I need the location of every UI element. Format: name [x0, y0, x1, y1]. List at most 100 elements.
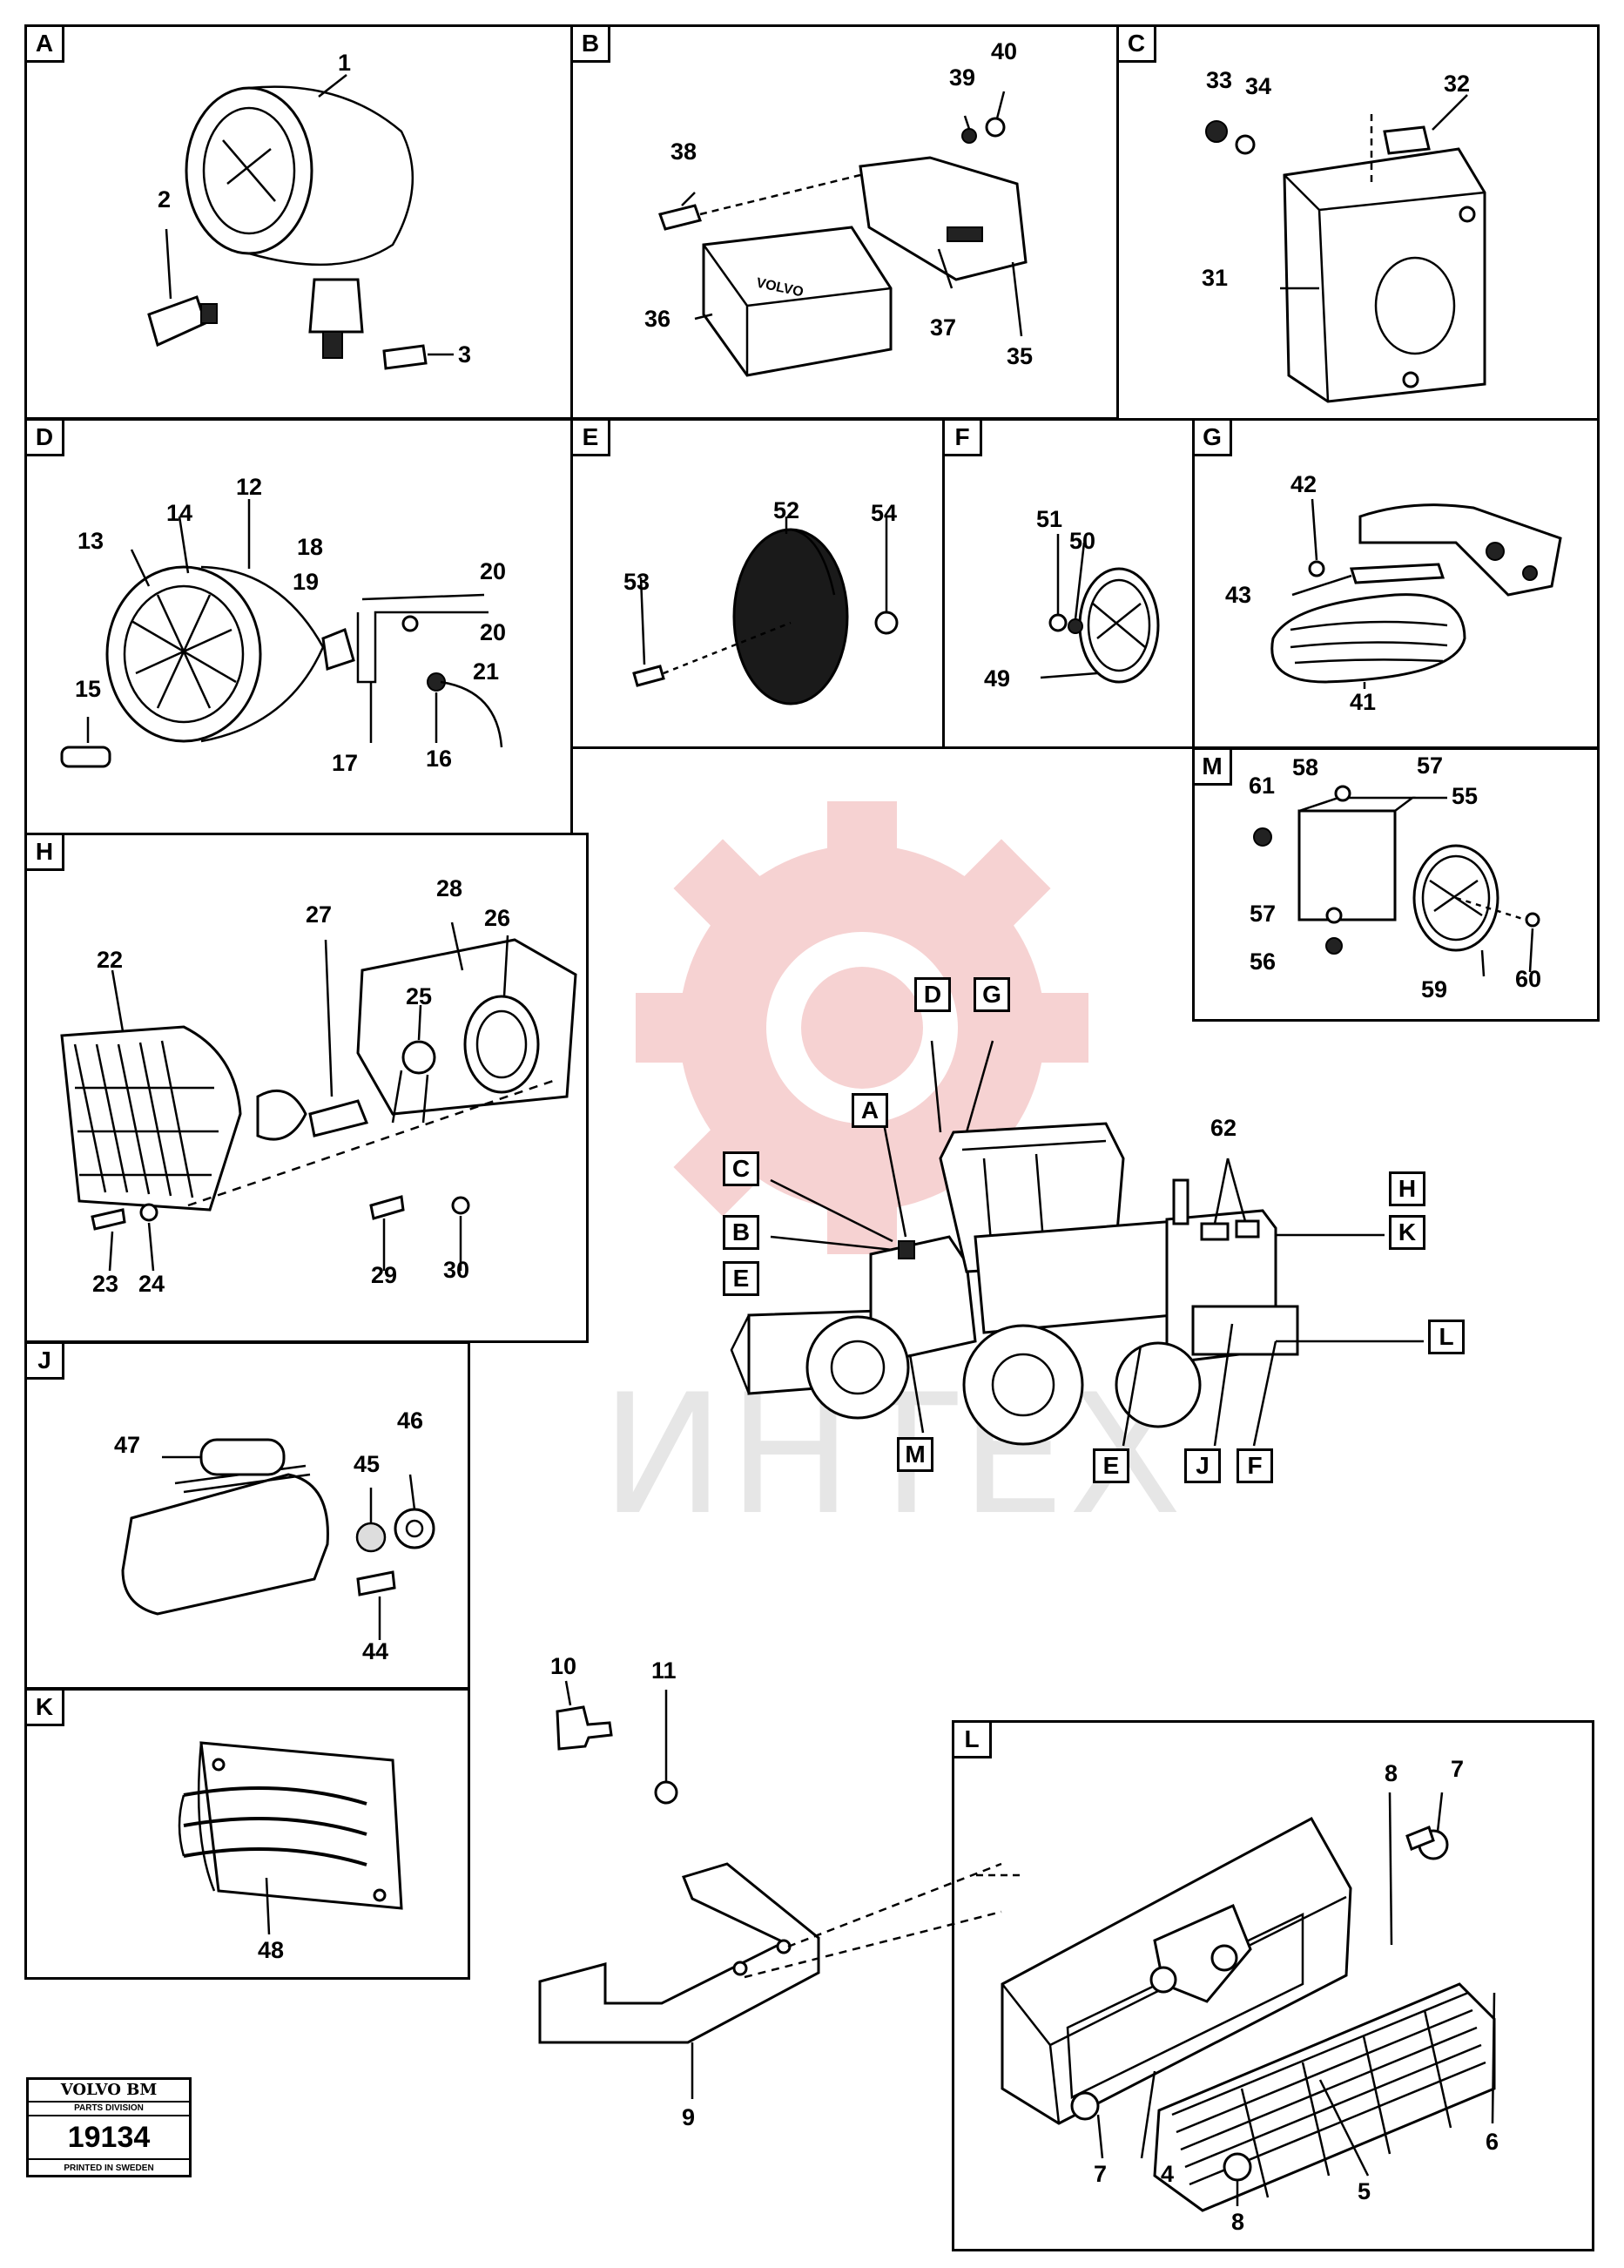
part-number: 39 — [949, 64, 976, 91]
callout-m[interactable]: M — [897, 1437, 933, 1472]
grille-lamp-drawing — [178, 1741, 403, 1935]
part-number: 17 — [332, 750, 359, 776]
part-number: 46 — [397, 1407, 424, 1434]
part-number: 5 — [1358, 2178, 1371, 2204]
part-number: 43 — [1225, 582, 1252, 608]
marker-lamp-drawing — [1270, 498, 1562, 689]
panel-m: M 58 57 61 55 57 56 59 60 — [1192, 747, 1600, 1022]
part-number: 26 — [484, 905, 511, 931]
part-number: 20 — [480, 558, 507, 584]
part-number: 61 — [1249, 773, 1276, 799]
part-number: 48 — [258, 1937, 285, 1963]
part-number: 33 — [1206, 67, 1233, 93]
part-number: 28 — [436, 875, 463, 901]
part-number: 6 — [1486, 2129, 1499, 2155]
panel-a: A 1 2 3 — [24, 24, 573, 420]
part-number: 16 — [426, 746, 453, 772]
part-number: 29 — [371, 1262, 398, 1288]
stamp-printed: PRINTED IN SWEDEN — [64, 2163, 154, 2173]
callout-d[interactable]: D — [914, 977, 951, 1012]
panel-j-tag: J — [27, 1344, 64, 1380]
part-number: 56 — [1250, 948, 1277, 975]
part-number: 57 — [1417, 753, 1444, 779]
panel-h-tag: H — [27, 835, 64, 871]
part-number: 32 — [1444, 71, 1471, 97]
part-number: 7 — [1094, 2161, 1108, 2187]
part-number: 27 — [306, 901, 333, 928]
callout-k[interactable]: K — [1389, 1215, 1425, 1250]
part-number: 10 — [550, 1653, 577, 1679]
interior-lamp-drawing — [121, 1438, 435, 1640]
part-number: 8 — [1231, 2209, 1245, 2235]
part-number: 31 — [1202, 265, 1229, 291]
part-number: 9 — [682, 2104, 696, 2130]
part-number: 44 — [362, 1638, 389, 1664]
part-number: 23 — [92, 1271, 119, 1297]
part-number: 13 — [77, 528, 104, 554]
part-number: 37 — [930, 314, 957, 341]
panel-e: E 52 54 53 — [570, 418, 945, 749]
panel-j: J 47 46 45 44 — [24, 1341, 470, 1690]
callout-j[interactable]: J — [1184, 1448, 1221, 1483]
tail-lamp-drawing — [1205, 94, 1486, 403]
part-number: 4 — [1161, 2161, 1175, 2187]
part-number: 14 — [166, 500, 193, 526]
callout-c[interactable]: C — [723, 1151, 759, 1186]
stamp-division: PARTS DIVISION — [29, 2103, 189, 2116]
panel-b: B VOLVO 39 40 38 36 37 35 — [570, 24, 1119, 420]
part-number: 45 — [354, 1451, 381, 1477]
panel-k: K 48 — [24, 1688, 470, 1980]
part-number: 57 — [1250, 901, 1277, 927]
part-number: 1 — [338, 50, 352, 76]
part-number: 7 — [1451, 1756, 1465, 1782]
callout-b[interactable]: B — [723, 1215, 759, 1250]
callout-a[interactable]: A — [852, 1093, 888, 1128]
work-light-drawing — [147, 74, 454, 370]
callout-h[interactable]: H — [1389, 1171, 1425, 1206]
callout-g[interactable]: G — [974, 977, 1010, 1012]
panel-d-tag: D — [27, 421, 64, 456]
panel-f-tag: F — [945, 421, 982, 456]
part-number: 60 — [1515, 966, 1542, 992]
panel-l: L 8 7 7 4 8 5 6 — [952, 1720, 1594, 2251]
callout-f[interactable]: F — [1237, 1448, 1273, 1483]
part-number: 52 — [773, 497, 800, 523]
part-number: 38 — [670, 138, 697, 165]
part-number: 34 — [1245, 73, 1272, 99]
panel-c: C 33 34 32 31 — [1116, 24, 1600, 434]
part-number: 40 — [991, 38, 1018, 64]
rear-lamp-assembly-drawing — [976, 1792, 1496, 2212]
part-number: 51 — [1036, 506, 1063, 532]
part-number: 12 — [236, 474, 263, 500]
license-plate-lamp-drawing — [658, 91, 1028, 377]
part-number: 41 — [1350, 689, 1377, 715]
part-number: 22 — [97, 947, 124, 973]
part-number: 24 — [138, 1271, 165, 1297]
headlamp-drawing — [60, 499, 503, 768]
part-number: 25 — [406, 983, 433, 1009]
part-number: 53 — [623, 569, 650, 595]
part-number: 20 — [480, 619, 507, 645]
part-number: 62 — [1210, 1115, 1237, 1141]
part-number: 30 — [443, 1257, 470, 1283]
part-number: 36 — [644, 306, 671, 332]
part-number: 58 — [1292, 754, 1319, 780]
callout-e-upper[interactable]: E — [723, 1261, 759, 1296]
callout-l[interactable]: L — [1428, 1320, 1465, 1354]
part-number: 21 — [473, 658, 500, 685]
stamp-number: 19134 — [29, 2116, 189, 2160]
side-reflector-drawing — [1040, 534, 1160, 684]
part-number: 54 — [871, 500, 898, 526]
head-lamp-assembly-drawing — [60, 921, 577, 1272]
stamp-brand: VOLVO BM — [29, 2080, 189, 2103]
part-number: 15 — [75, 676, 102, 702]
panel-b-tag: B — [573, 27, 610, 63]
part-number: 47 — [114, 1432, 141, 1458]
callout-e-lower[interactable]: E — [1093, 1448, 1129, 1483]
part-number: 2 — [158, 186, 172, 213]
panel-a-tag: A — [27, 27, 64, 63]
panel-f: F 51 50 49 — [942, 418, 1195, 749]
part-number: 8 — [1385, 1760, 1398, 1786]
panel-g-tag: G — [1195, 421, 1232, 456]
